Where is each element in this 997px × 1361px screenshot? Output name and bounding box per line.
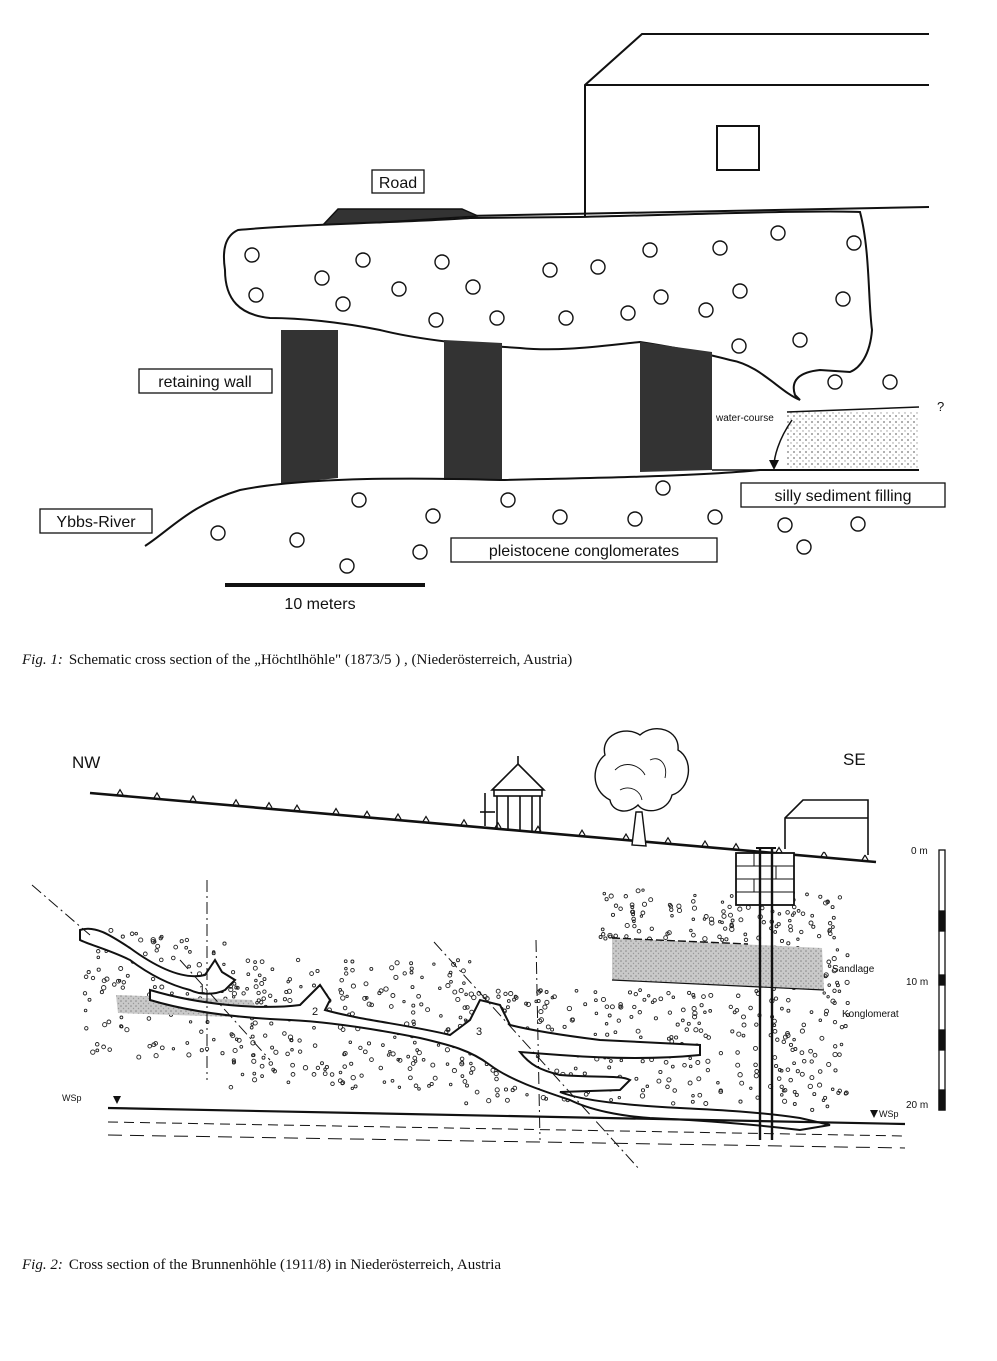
figure-1-caption-text: Schematic cross section of the „Höchtlhö… [68, 652, 573, 668]
sandlage-band [612, 938, 824, 990]
gravel-dots [82, 888, 850, 1112]
road-label-box [371, 169, 425, 194]
nw-label: NW [72, 753, 100, 772]
wsp-right-label: WSp [879, 1109, 899, 1119]
gravel-area [80, 882, 846, 1110]
grass-tufts [116, 788, 869, 861]
retaining-wall-pillars [281, 330, 712, 484]
conglomerates-label: pleistocene conglomerates [489, 543, 679, 560]
question-mark: ? [937, 399, 944, 414]
retaining-wall-label-box [138, 368, 273, 394]
wsp-left-label: WSp [62, 1093, 82, 1103]
figure-1-caption: Fig. 1: Schematic cross section of the „H… [22, 652, 572, 669]
conglomerate-pebbles [210, 225, 898, 574]
figure-1-caption-number: Fig. 1: [22, 652, 63, 668]
scale-bar [225, 583, 425, 587]
se-label: SE [843, 750, 866, 769]
well-shaft [735, 847, 795, 1140]
pavilion [480, 756, 546, 832]
silty-sediment-fill [787, 412, 919, 470]
retaining-wall-label: retaining wall [158, 374, 251, 391]
figure-2-caption-number: Fig. 2: [22, 1257, 63, 1273]
ground-line [464, 206, 930, 217]
passage-marker-3: 3 [476, 1026, 482, 1038]
lower-ground-line [144, 469, 919, 547]
well-house [784, 799, 869, 855]
water-table [107, 1096, 906, 1149]
water-course-label: water-course [715, 413, 774, 424]
depth-scale [938, 849, 946, 1111]
road [320, 208, 479, 227]
tree [594, 727, 690, 847]
passage-marker-1: 1 [199, 984, 205, 996]
depth-10-label: 10 m [906, 977, 928, 988]
konglomerat-label: Konglomerat [842, 1009, 899, 1020]
passage-marker-2: 2 [312, 1006, 318, 1018]
ybbs-river-label-box [39, 508, 153, 534]
section-lines [31, 880, 641, 1171]
figure-2-caption-text: Cross section of the Brunnenhöhle (1911/… [68, 1257, 502, 1273]
building [584, 33, 929, 217]
depth-0-label: 0 m [911, 846, 928, 857]
silty-sediment-label: silly sediment filling [775, 488, 912, 505]
sandlage-label: Sandlage [832, 964, 875, 975]
ybbs-river-label: Ybbs-River [56, 514, 136, 531]
road-label: Road [379, 175, 417, 192]
depth-20-label: 20 m [906, 1100, 928, 1111]
conglomerates-label-box [450, 537, 718, 563]
scale-label: 10 meters [284, 596, 355, 613]
figure-2-caption: Fig. 2: Cross section of the Brunnenhöhle… [22, 1257, 501, 1274]
silty-sediment-label-box [740, 482, 946, 508]
surface-line [89, 791, 877, 864]
